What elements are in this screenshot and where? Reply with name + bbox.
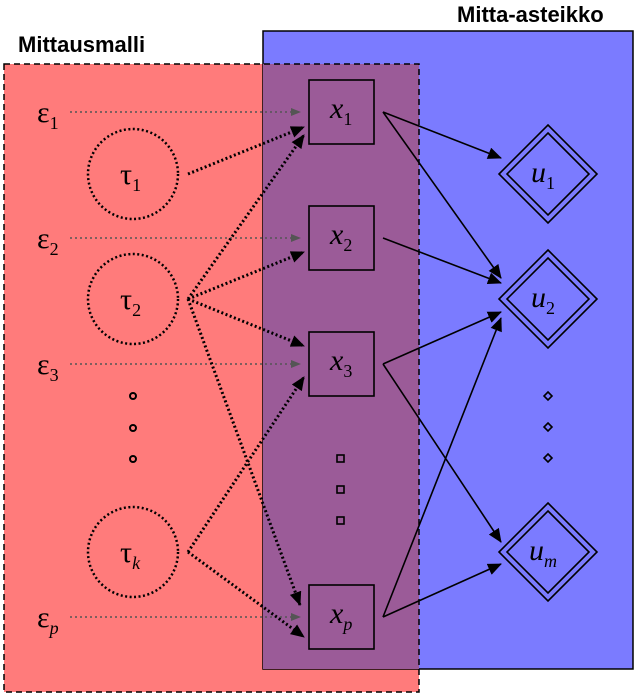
arrow-xp-u2 <box>382 317 502 618</box>
arrow-tk-x3 <box>186 376 306 553</box>
item-node: x3 <box>308 331 375 397</box>
arrow-x2-u2 <box>382 237 502 284</box>
svg-text:x3: x3 <box>329 344 352 381</box>
item-node: xp <box>308 584 375 650</box>
latent-ellipsis <box>129 392 137 463</box>
arrow-xp-um <box>382 563 502 618</box>
item-node: x2 <box>308 205 375 271</box>
svg-text:x2: x2 <box>329 218 352 255</box>
latent-node: τ1 <box>86 127 180 221</box>
scale-node: u2 <box>497 248 599 350</box>
measurement-model-title: Mittausmalli <box>18 32 145 57</box>
arrow-t2-x2 <box>187 250 305 301</box>
measurement-scale-title: Mitta-asteikko <box>457 2 604 27</box>
arrow-x3-u2 <box>382 311 502 365</box>
scale-node: um <box>497 501 599 603</box>
svg-text:um: um <box>529 534 557 571</box>
error-arrows <box>70 108 301 621</box>
scale-arrows <box>382 111 502 618</box>
svg-text:τ2: τ2 <box>120 283 141 320</box>
svg-text:x1: x1 <box>329 92 352 129</box>
arrow-t1-x1 <box>187 125 305 176</box>
arrow-t2-xp <box>186 298 302 606</box>
arrow-tk-xp <box>187 550 305 639</box>
error-term: ε3 <box>37 348 59 385</box>
error-term: εp <box>37 601 59 638</box>
arrow-t2-x1 <box>186 134 306 300</box>
svg-text:u1: u1 <box>531 156 555 193</box>
scale-node: u1 <box>497 123 599 225</box>
arrow-x1-u2 <box>382 111 502 279</box>
svg-text:xp: xp <box>329 597 352 634</box>
arrow-t2-x3 <box>187 297 305 348</box>
latent-node: τ2 <box>86 252 180 346</box>
latent-node: τk <box>86 505 180 599</box>
measurement-model-border <box>3 63 420 693</box>
scale-ellipsis <box>542 390 554 464</box>
svg-text:τk: τk <box>120 536 141 573</box>
svg-text:τ1: τ1 <box>120 158 141 195</box>
loading-arrows <box>186 125 306 639</box>
error-term: ε1 <box>37 96 59 133</box>
error-term: ε2 <box>37 222 59 259</box>
item-node: x1 <box>308 79 375 145</box>
item-ellipsis <box>336 454 345 525</box>
arrow-x1-u1 <box>382 111 502 159</box>
svg-text:u2: u2 <box>531 281 555 318</box>
overlap-region <box>263 64 419 669</box>
arrow-x3-um <box>382 363 502 543</box>
